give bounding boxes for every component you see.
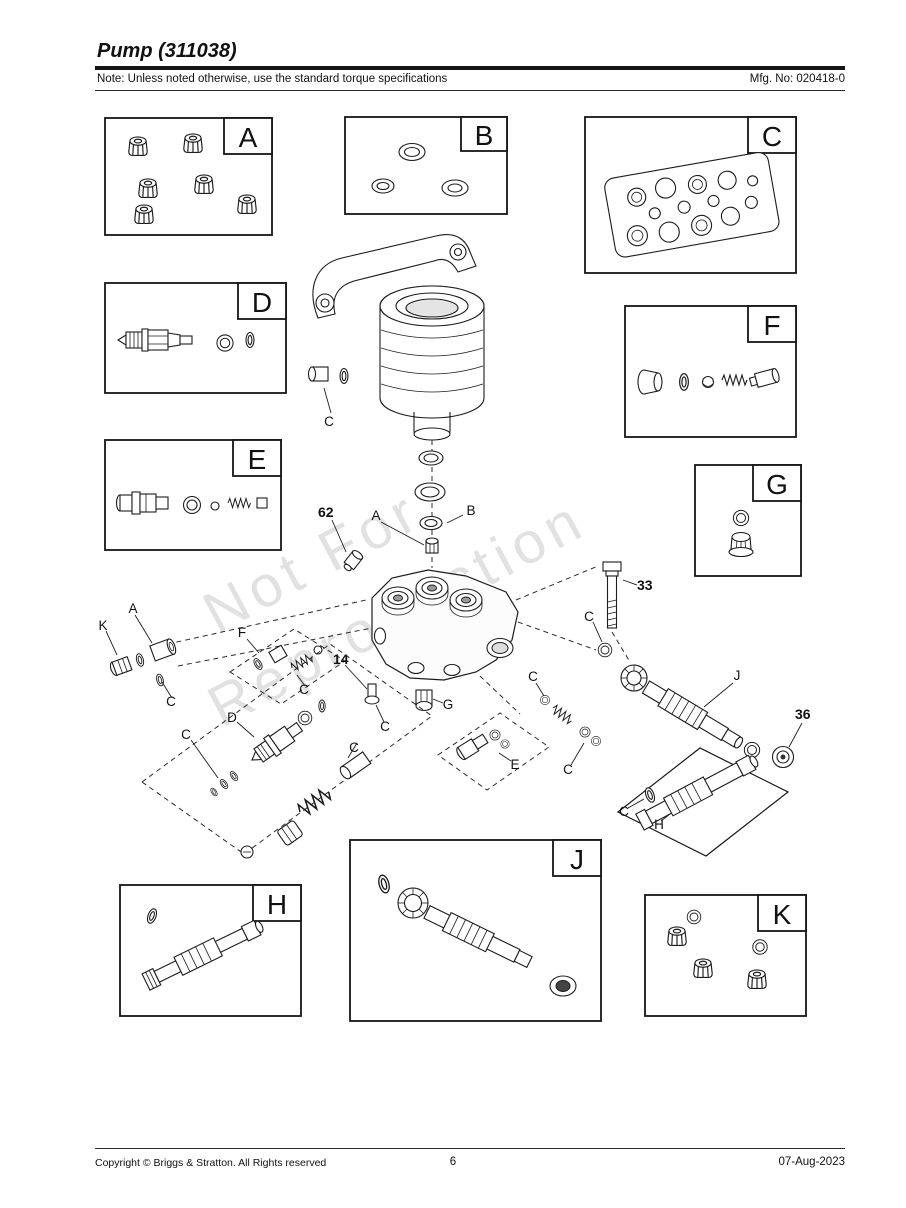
page-title: Pump (311038) bbox=[97, 40, 237, 62]
parts-box-g: G bbox=[694, 464, 802, 577]
callout-c-chain2: C bbox=[563, 762, 573, 777]
callout-h: H bbox=[654, 817, 664, 832]
header-rule-thick bbox=[95, 66, 845, 70]
hose-nut-j bbox=[397, 887, 429, 919]
callout-a-top: A bbox=[371, 508, 380, 523]
footer-date: 07-Aug-2023 bbox=[778, 1156, 846, 1168]
section-label-f: F bbox=[763, 310, 780, 341]
mfg-number: Mfg. No: 020418-0 bbox=[749, 73, 845, 85]
callout-c-f: C bbox=[299, 682, 309, 697]
manifold-block: G C bbox=[347, 569, 519, 759]
manifold-bottom-fitting bbox=[415, 689, 433, 712]
callout-c-14: C bbox=[380, 719, 390, 734]
section-label-a: A bbox=[239, 122, 258, 153]
footer-copyright: Copyright © Briggs & Stratton. All Right… bbox=[95, 1157, 327, 1169]
callout-f: F bbox=[238, 625, 246, 640]
parts-box-d: D bbox=[104, 282, 287, 394]
footer-rule bbox=[95, 1148, 845, 1149]
parts-box-k: K bbox=[644, 894, 807, 1017]
ring-stack: A B 62 bbox=[318, 450, 476, 572]
callout-k: K bbox=[98, 618, 107, 633]
callout-j: J bbox=[734, 668, 741, 683]
hose-tube-h bbox=[141, 919, 264, 991]
parts-box-h: H bbox=[119, 884, 302, 1017]
callout-d: D bbox=[227, 710, 237, 725]
callout-c-left: C bbox=[166, 694, 176, 709]
parts-box-a: A bbox=[104, 117, 273, 236]
section-label-k: K bbox=[773, 899, 792, 930]
section-label-j: J bbox=[570, 844, 584, 875]
header-rule-thin bbox=[95, 90, 845, 91]
callout-a-left: A bbox=[128, 601, 137, 616]
hose-end-cap-j bbox=[549, 975, 577, 997]
callout-c-d: C bbox=[181, 727, 191, 742]
pump-housing: C bbox=[307, 234, 485, 441]
unloader-kit-parts bbox=[637, 367, 780, 395]
section-label-d: D bbox=[252, 287, 272, 318]
parts-box-c: C bbox=[584, 116, 797, 274]
housing-side-fitting bbox=[307, 366, 329, 382]
callout-e: E bbox=[510, 757, 519, 772]
tube-j-part: J 36 bbox=[620, 664, 811, 769]
section-label-g: G bbox=[766, 469, 788, 500]
hose-tube-j bbox=[423, 904, 533, 969]
section-label-b: B bbox=[475, 120, 494, 151]
gasket-sheet bbox=[604, 151, 780, 258]
thermal-relief-valve bbox=[116, 328, 193, 352]
callout-g: G bbox=[443, 697, 454, 712]
coupler-kit-parts bbox=[115, 491, 268, 515]
parts-box-e: E bbox=[104, 439, 282, 551]
callout-36: 36 bbox=[795, 706, 811, 722]
parts-box-j: J bbox=[349, 839, 602, 1022]
kit-e-exploded: E bbox=[437, 712, 550, 791]
seal-parts bbox=[371, 142, 469, 197]
callout-14: 14 bbox=[333, 651, 349, 667]
callout-b-top: B bbox=[466, 503, 475, 518]
section-label-e: E bbox=[248, 444, 267, 475]
callout-62: 62 bbox=[318, 504, 334, 520]
knob-36-part bbox=[771, 745, 795, 769]
callout-33: 33 bbox=[637, 577, 653, 593]
kit-f-exploded: F C 14 C bbox=[229, 625, 390, 734]
part-62 bbox=[343, 549, 364, 572]
section-label-h: H bbox=[267, 889, 287, 920]
callout-c-chain1: C bbox=[528, 669, 538, 684]
callout-c-h: C bbox=[619, 804, 629, 819]
bolt-33-part: 33 C bbox=[584, 561, 653, 658]
callout-c-housing: C bbox=[324, 414, 334, 429]
kit-d-exploded: D C bbox=[141, 643, 433, 859]
callout-c-under-manifold: C bbox=[349, 740, 359, 755]
parts-box-f: F bbox=[624, 305, 797, 438]
tube-h-part: C H bbox=[616, 747, 790, 857]
footer-page-number: 6 bbox=[449, 1156, 457, 1168]
callout-c-bolt: C bbox=[584, 609, 594, 624]
torque-note: Note: Unless noted otherwise, use the st… bbox=[97, 73, 448, 85]
parts-box-b: B bbox=[344, 116, 508, 215]
check-valve-chain: C C bbox=[528, 669, 601, 777]
section-label-c: C bbox=[762, 121, 782, 152]
fitting-group-left: K A C bbox=[98, 601, 177, 709]
watermark: Not For Reproduction bbox=[193, 478, 596, 740]
plug-part bbox=[728, 531, 754, 558]
